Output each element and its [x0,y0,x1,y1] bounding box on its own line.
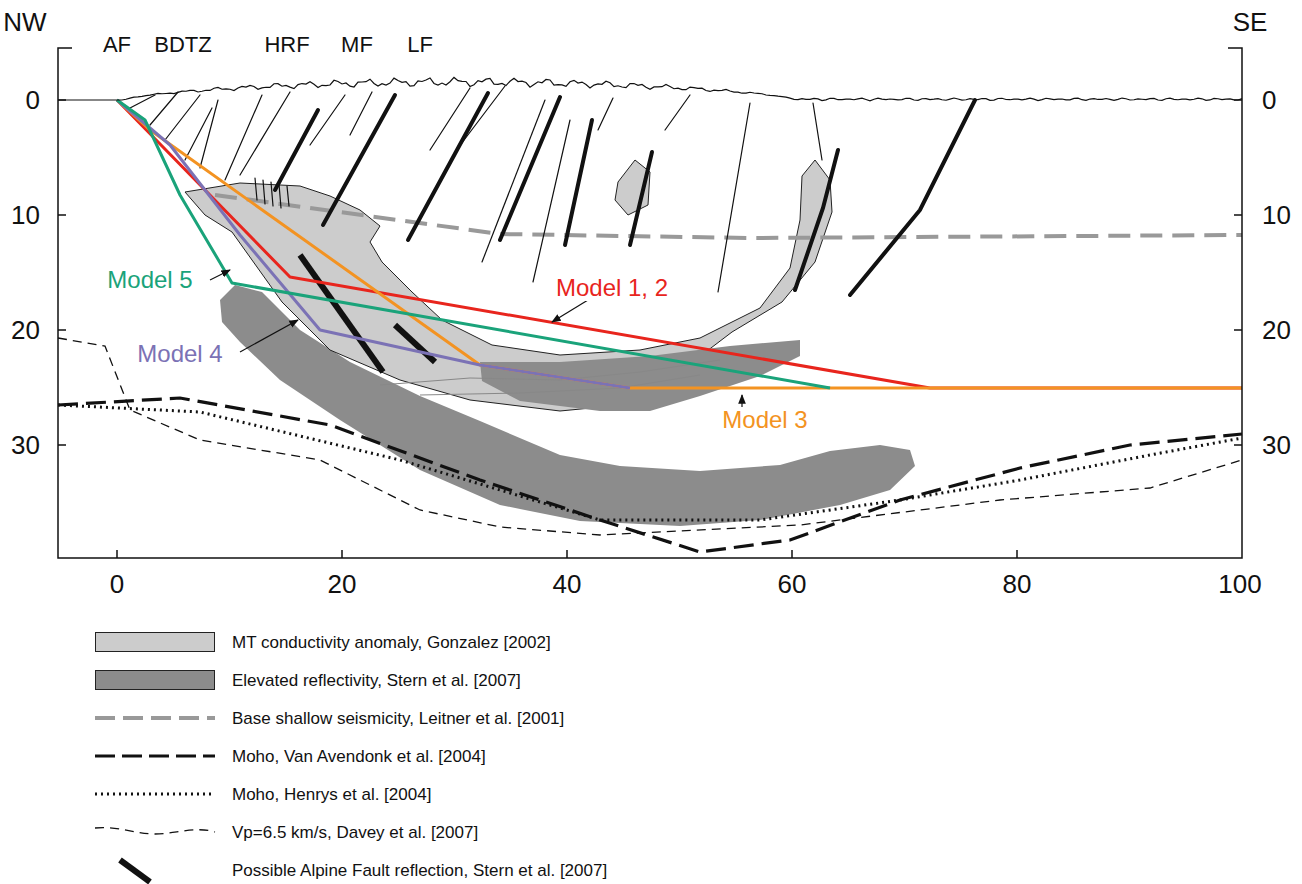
pointer [210,270,230,280]
model-label: Model 1, 2 [553,275,671,301]
fault-label: HRF [264,34,309,56]
vp-contour [58,338,1242,535]
model-line [117,100,1242,388]
model-line [117,100,830,388]
major-faults [275,93,975,295]
fault [795,150,838,290]
af-reflection-segment [395,325,435,362]
axis-tick-label: 80 [1003,571,1032,597]
af-reflection [300,255,435,372]
legend-line [95,754,215,757]
legend-text: Moho, Van Avendonk et al. [2004] [232,748,486,765]
legend-swatch [95,670,215,690]
fault [240,92,290,175]
legend-line [95,716,215,720]
axis-tick-label: 20 [11,317,40,343]
fault [408,93,488,240]
direction-label: NW [3,9,46,35]
fault [323,95,395,225]
legend-text: Possible Alpine Fault reflection, Stern … [232,862,607,879]
legend-swatch [95,632,215,652]
fault-label: LF [407,34,433,56]
direction-label: SE [1233,9,1268,35]
legend-text: Base shallow seismicity, Leitner et al. … [232,710,564,727]
fault [310,95,345,145]
contour [380,360,720,385]
legend-text: MT conductivity anomaly, Gonzalez [2002] [232,634,551,651]
faults [130,86,975,295]
axis-tick-label: 40 [553,571,582,597]
fault [630,152,652,245]
fault [165,95,200,140]
axis-tick-label: 20 [328,571,357,597]
fault [565,120,592,245]
axis-tick-label: 0 [26,87,40,113]
axis-tick-label: 0 [110,571,124,597]
shear-ticks [255,178,289,208]
fault [850,100,975,295]
frame-border [58,48,1242,558]
frame [58,48,1242,558]
fault [718,103,750,292]
legend-line [95,828,215,834]
fault [350,92,372,135]
axis-tick-label: 10 [1262,202,1291,228]
axis-tick-label: 20 [1262,317,1291,343]
axis-tick-label: 10 [11,202,40,228]
fault [200,100,218,168]
fault [225,95,262,180]
axis-tick-label: 100 [1218,571,1261,597]
fault [813,103,822,160]
moho-henrys [58,405,1242,520]
topography [58,77,1242,100]
fault [150,92,178,125]
fault [482,100,545,262]
legend-line [95,793,215,796]
label-pointers [210,270,742,408]
axis-tick-label: 30 [11,432,40,458]
ticks [58,100,1242,558]
models [117,100,1242,388]
mt-inner-lines [380,360,720,395]
model-label: Model 3 [719,407,810,433]
fault [598,98,613,130]
af-reflection-segment [300,255,383,372]
model-label: Model 5 [104,267,195,293]
axis-tick-label: 30 [1262,432,1291,458]
pointer [552,300,588,322]
fault [500,97,560,240]
model-line [117,100,630,388]
model-label: Model 4 [134,341,225,367]
model-line [117,100,1242,388]
fault [185,108,212,160]
axis-tick-label: 60 [778,571,807,597]
fault-label: MF [341,34,373,56]
axis-tick-label: 0 [1262,87,1276,113]
legend-text: Moho, Henrys et al. [2004] [232,786,431,803]
pointer [240,320,298,352]
fault [665,95,690,130]
fault [275,110,318,190]
fault-label: AF [103,34,131,56]
legend-text: Elevated reflectivity, Stern et al. [200… [232,672,521,689]
legend-line [120,860,150,882]
legend-text: Vp=6.5 km/s, Davey et al. [2007] [232,824,478,841]
moho-van-avendonk [58,398,1242,552]
fault-label: BDTZ [154,34,211,56]
legend-samples [95,718,215,882]
